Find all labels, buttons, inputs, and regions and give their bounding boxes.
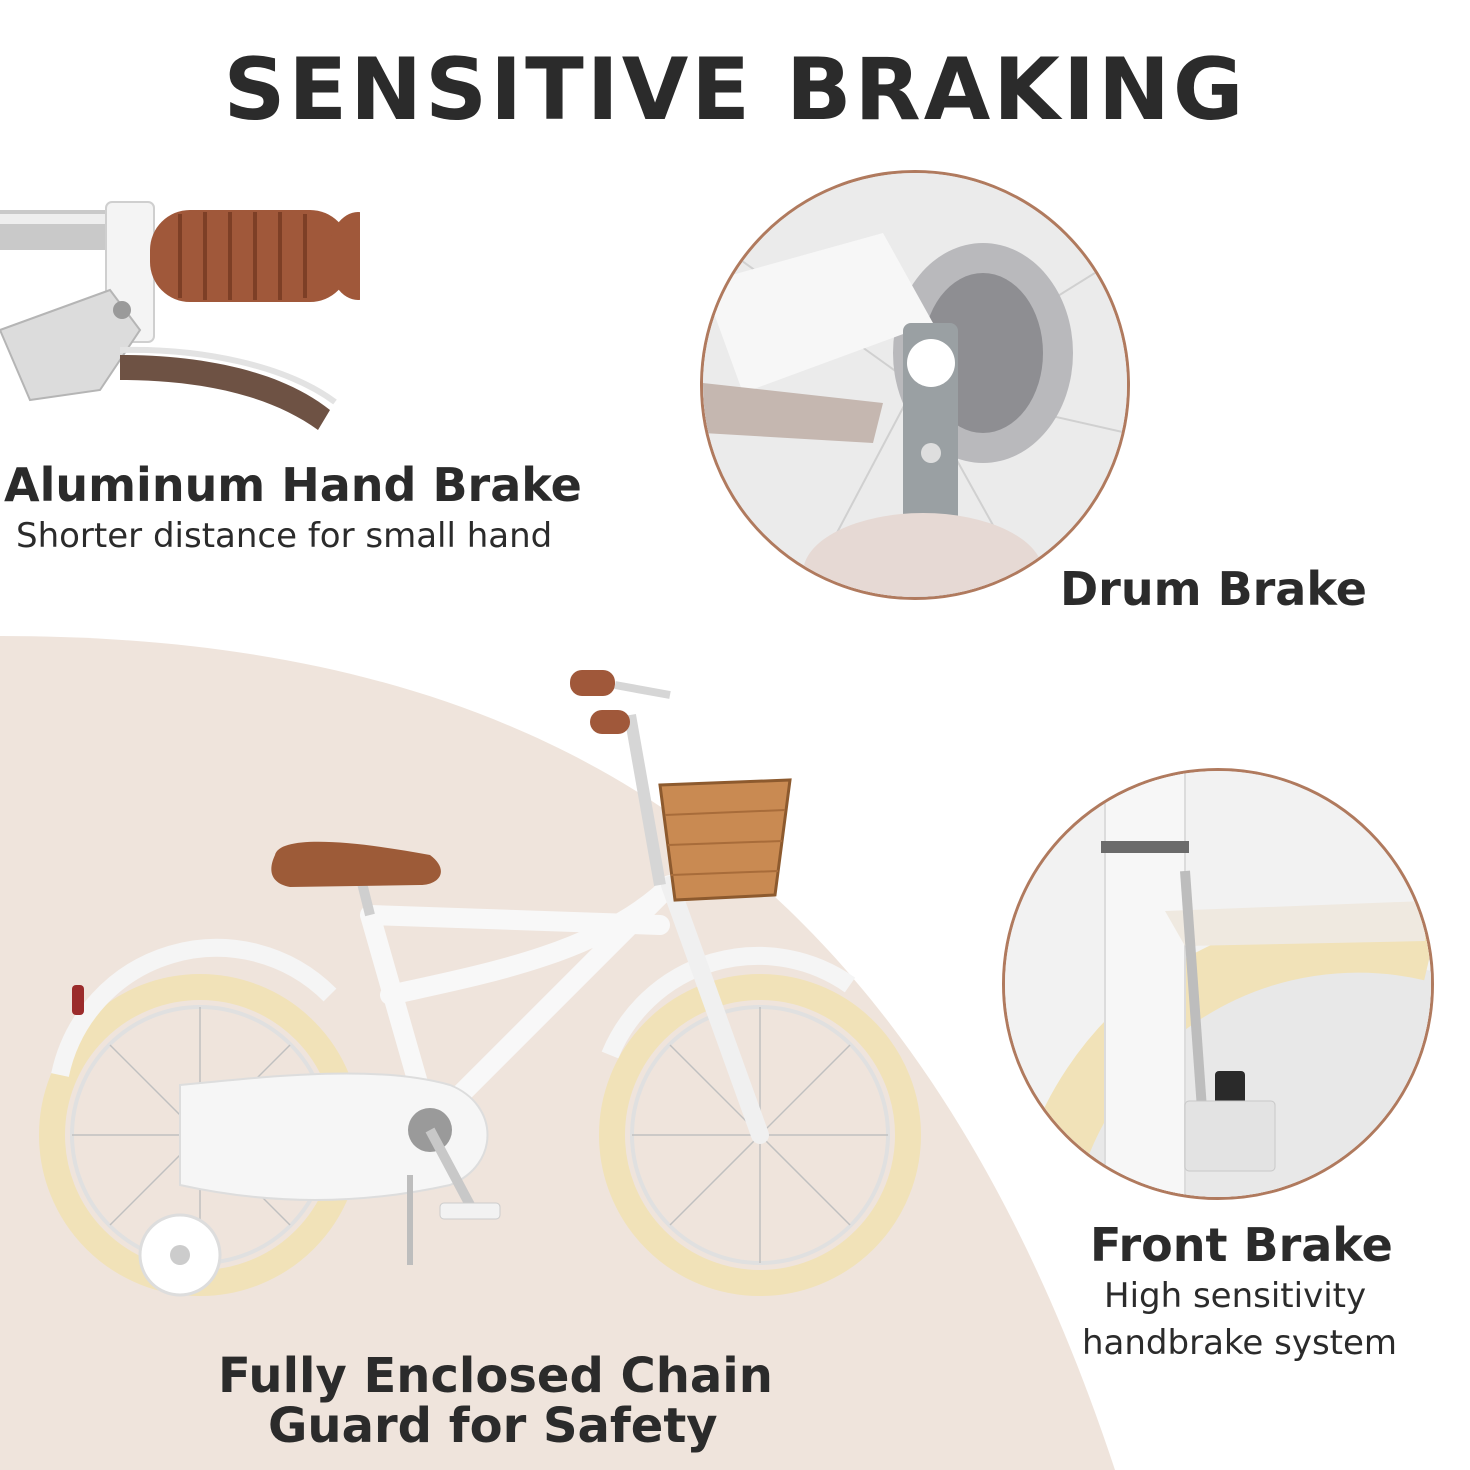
hand-brake-subtitle: Shorter distance for small hand (16, 516, 553, 556)
bicycle-image (39, 670, 921, 1297)
chain-guard-heading-line1: Fully Enclosed Chain (218, 1348, 773, 1404)
front-brake-subtitle-line1: High sensitivity (1104, 1276, 1367, 1316)
hand-brake-image (0, 201, 360, 430)
front-brake-image (1002, 768, 1434, 1200)
drum-brake-image (700, 170, 1130, 600)
front-brake-subtitle-line2: handbrake system (1082, 1323, 1398, 1363)
page-title: SENSITIVE BRAKING (223, 40, 1247, 140)
front-brake-heading: Front Brake (1090, 1218, 1393, 1272)
hand-brake-heading: Aluminum Hand Brake (4, 458, 582, 512)
chain-guard-heading-line2: Guard for Safety (268, 1398, 718, 1454)
drum-brake-heading: Drum Brake (1060, 562, 1367, 616)
